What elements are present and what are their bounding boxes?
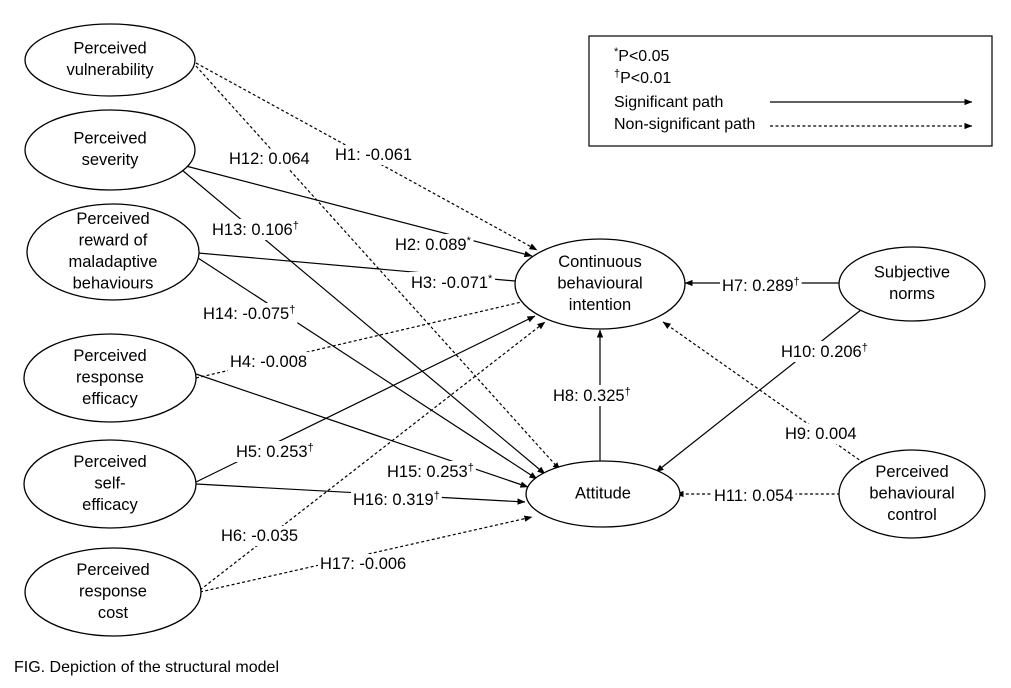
- path-label-h16: H16: 0.319†: [353, 490, 440, 509]
- path-label-background: [783, 424, 859, 444]
- path-label-h1: H1: -0.061: [335, 146, 412, 164]
- legend: *P<0.05 †P<0.01 Significant path Non-sig…: [588, 35, 993, 147]
- path-label-background: [779, 341, 870, 362]
- node-attitude: Attitude: [525, 460, 681, 528]
- path-label-background: [234, 441, 316, 462]
- node-label-line: Attitude: [575, 484, 631, 502]
- path-h9-line: [662, 321, 869, 467]
- path-label-h13: H13: 0.106†: [212, 220, 299, 239]
- node-label-line: behaviours: [73, 275, 154, 293]
- node-ellipse: [838, 449, 986, 539]
- path-label-background: [333, 145, 415, 165]
- node-label-line: response: [76, 368, 144, 386]
- path-label-background: [409, 272, 496, 293]
- node-pbc: Perceived behavioural control: [838, 449, 986, 539]
- path-label-h6: H6: -0.035: [221, 527, 298, 545]
- path-label-h5: H5: 0.253†: [236, 442, 314, 461]
- node-label-line: self-: [94, 474, 125, 492]
- node-label-line: Perceived: [875, 463, 948, 481]
- legend-box: [588, 35, 993, 147]
- node-severity: Perceived severity: [24, 109, 196, 191]
- path-label-h11: H11: 0.054: [714, 487, 794, 505]
- path-h15-line: [195, 373, 529, 488]
- path-h10-line: [655, 305, 867, 473]
- node-label-line: intention: [569, 296, 631, 314]
- node-label-line: efficacy: [82, 496, 138, 514]
- node-vulnerability: Perceived vulnerability: [24, 23, 196, 97]
- node-label-line: Continuous: [558, 253, 641, 271]
- legend-item-non-significant: Non-significant path: [614, 116, 755, 133]
- node-label-line: Perceived: [76, 561, 149, 579]
- node-response-cost: Perceived response cost: [24, 547, 202, 637]
- path-label-background: [201, 303, 298, 324]
- path-label-background: [227, 149, 312, 169]
- path-label-h10: H10: 0.206†: [781, 342, 868, 361]
- node-label-line: Perceived: [73, 40, 146, 58]
- node-ellipse: [525, 460, 681, 528]
- node-label-line: Perceived: [73, 453, 146, 471]
- path-label-h17: H17: -0.006: [320, 555, 406, 573]
- path-label-background: [393, 234, 474, 255]
- node-label-line: Perceived: [73, 347, 146, 365]
- node-label-line: cost: [98, 604, 129, 622]
- node-reward: Perceived reward of maladaptive behaviours: [26, 203, 200, 301]
- node-label-line: behavioural: [557, 274, 642, 292]
- path-label-h14: H14: -0.075†: [203, 304, 295, 323]
- node-label-line: vulnerability: [66, 61, 154, 79]
- node-ellipse: [23, 333, 197, 423]
- path-label-background: [228, 352, 310, 372]
- legend-item-p01: †P<0.01: [614, 68, 671, 87]
- node-label-line: reward of: [79, 232, 148, 250]
- node-label-line: Perceived: [76, 210, 149, 228]
- path-label-background: [720, 275, 802, 296]
- path-h2-line: [181, 164, 533, 258]
- node-ellipse: [24, 547, 202, 637]
- path-label-background: [219, 526, 301, 546]
- node-label-line: Perceived: [73, 130, 146, 148]
- figure-caption: FIG. Depiction of the structural model: [14, 659, 279, 676]
- legend-item-p05: *P<0.05: [614, 46, 670, 65]
- node-ellipse: [24, 23, 196, 97]
- node-ellipse: [26, 203, 200, 301]
- legend-item-significant: Significant path: [614, 94, 723, 111]
- path-label-background: [210, 219, 301, 240]
- node-label-line: efficacy: [82, 390, 138, 408]
- path-label-h4: H4: -0.008: [230, 353, 307, 371]
- node-self-efficacy: Perceived self-efficacy: [23, 439, 197, 529]
- node-subjective-norms: Subjective norms: [838, 246, 986, 322]
- node-label-line: control: [887, 506, 937, 524]
- node-label-line: Subjective: [874, 264, 950, 282]
- path-label-h12: H12: 0.064: [229, 150, 310, 168]
- path-label-h7: H7: 0.289†: [722, 276, 800, 295]
- path-label-background: [551, 385, 633, 406]
- node-ellipse: [23, 439, 197, 529]
- node-label-line: behavioural: [869, 484, 954, 502]
- path-h14-line: [197, 257, 538, 480]
- path-label-h3: H3: -0.071*: [411, 273, 493, 292]
- node-label-line: response: [79, 582, 147, 600]
- node-label-line: norms: [889, 285, 935, 303]
- path-label-background: [318, 554, 409, 574]
- path-label-h15: H15: 0.253†: [387, 462, 474, 481]
- node-intention: Continuous behavioural intention: [514, 238, 686, 330]
- path-label-h8: H8: 0.325†: [553, 386, 631, 405]
- nodes: PerceivedvulnerabilityPerceivedseverityP…: [23, 23, 986, 637]
- node-label-line: severity: [82, 151, 140, 169]
- path-h12-line: [195, 65, 561, 471]
- path-label-h9: H9: 0.004: [785, 425, 857, 443]
- path-label-background: [351, 489, 442, 510]
- path-label-background: [712, 486, 796, 506]
- node-response-efficacy: Perceived response efficacy: [23, 333, 197, 423]
- node-ellipse: [24, 109, 196, 191]
- node-ellipse: [838, 246, 986, 322]
- path-label-background: [385, 461, 476, 482]
- path-label-h2: H2: 0.089*: [395, 235, 472, 254]
- node-ellipse: [514, 238, 686, 330]
- node-label-line: maladaptive: [69, 253, 158, 271]
